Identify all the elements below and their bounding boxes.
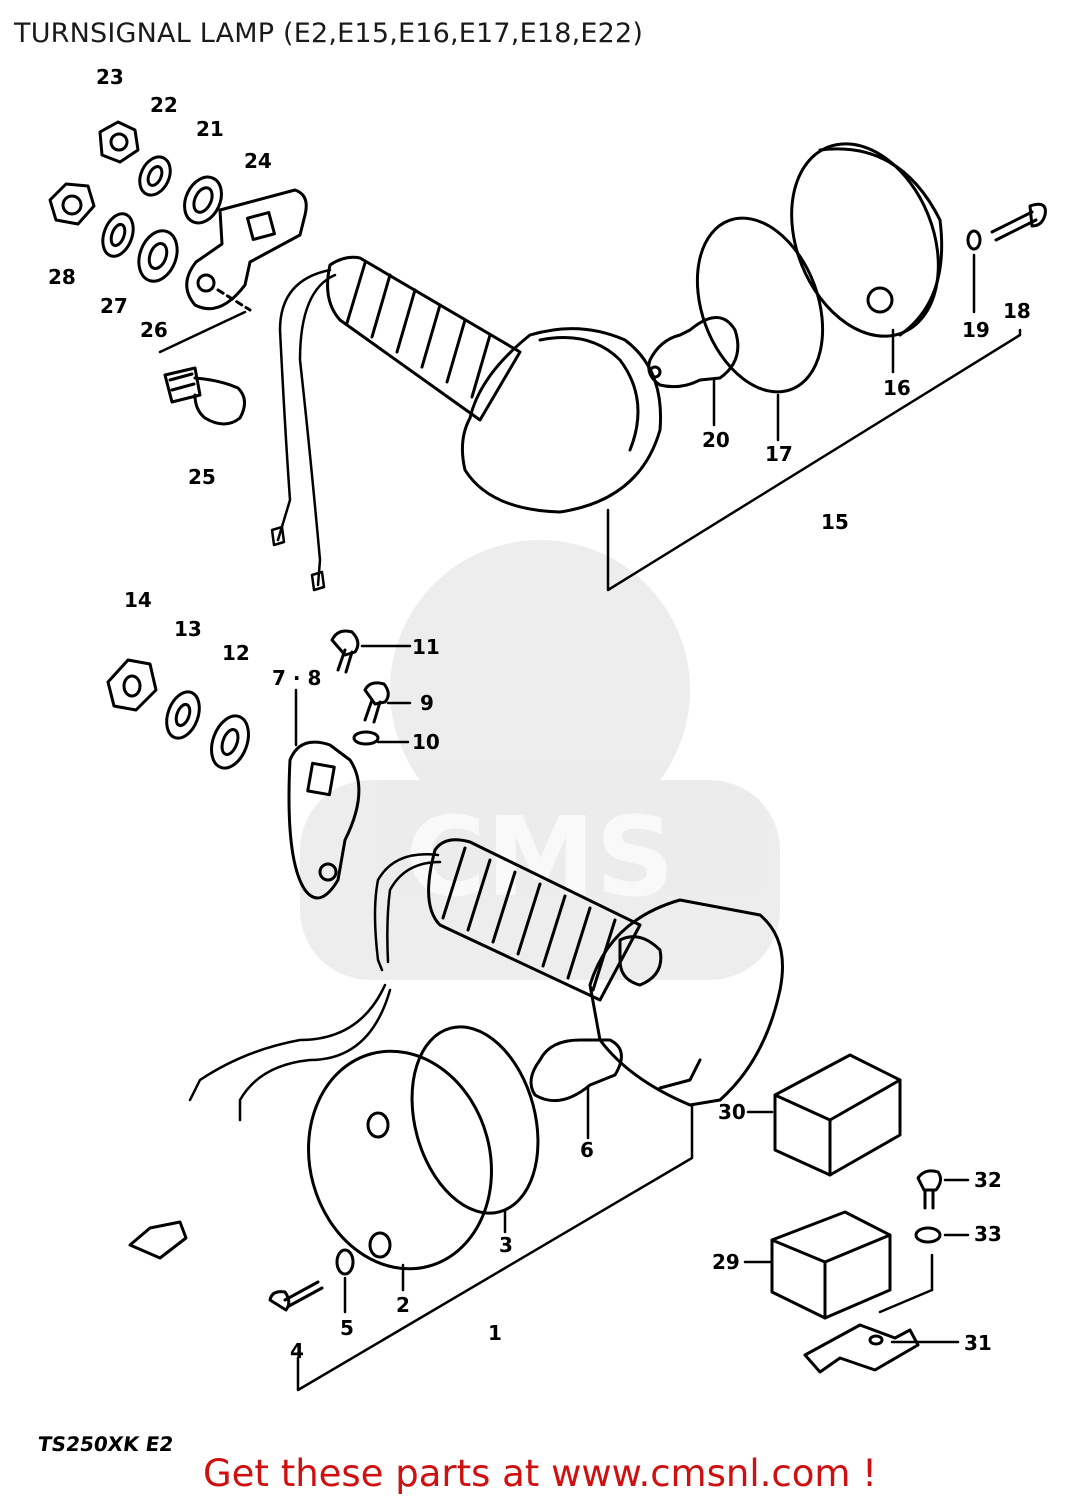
callout-bracket-1	[296, 1103, 694, 1392]
callout-10: 10	[412, 730, 440, 754]
washer-22-part	[138, 155, 172, 197]
relay-30-part	[773, 1053, 902, 1177]
callout-22: 22	[150, 93, 178, 117]
callout-6: 6	[580, 1138, 594, 1162]
wire-harness-bottom	[188, 983, 392, 1122]
callout-2: 2	[396, 1293, 410, 1317]
callout-27: 27	[100, 294, 128, 318]
callout-30: 30	[718, 1100, 746, 1124]
washer-26-part	[137, 229, 179, 283]
callout-12: 12	[222, 641, 250, 665]
washer-19-part	[966, 229, 982, 251]
screw-9-part	[363, 681, 390, 724]
nut-28-part	[48, 182, 96, 226]
screw-32-part	[916, 1169, 943, 1210]
bolt-25-part	[163, 366, 246, 426]
o-ring-3-part	[410, 1025, 540, 1215]
callout-18: 18	[1003, 299, 1031, 323]
callout-32: 32	[974, 1168, 1002, 1192]
callout-11: 11	[412, 635, 440, 659]
washer-12-part	[210, 714, 250, 770]
footer-link-text[interactable]: Get these parts at www.cmsnl.com !	[202, 1452, 877, 1495]
screw-11-part	[330, 629, 360, 674]
bracket-7-8-part	[287, 740, 361, 900]
callout-14: 14	[124, 588, 152, 612]
callout-1: 1	[488, 1321, 502, 1345]
relay-29-part	[770, 1210, 892, 1320]
lamp-housing-top	[460, 327, 663, 514]
bulb-6-part	[529, 1038, 623, 1103]
callout-28: 28	[48, 265, 76, 289]
diagram-title: TURNSIGNAL LAMP (E2,E15,E16,E17,E18,E22)	[14, 18, 644, 49]
stem-top-part	[326, 255, 522, 422]
lamp-housing-bottom	[588, 898, 784, 1107]
wire-harness-top	[270, 268, 337, 592]
callout-bracket-15	[606, 253, 1022, 592]
callout-5: 5	[340, 1316, 354, 1340]
direction-arrow	[128, 1220, 188, 1260]
callout-31: 31	[964, 1331, 992, 1355]
callout-9: 9	[420, 691, 434, 715]
screw-4-part	[268, 1280, 324, 1312]
washer-21-part	[183, 175, 223, 225]
callout-19: 19	[962, 318, 990, 342]
callout-16: 16	[883, 376, 911, 400]
watermark-text: CMS	[405, 793, 674, 921]
callout-24: 24	[244, 149, 272, 173]
washer-33-part	[914, 1226, 942, 1244]
callout-7-8: 7 · 8	[272, 666, 321, 690]
callout-15: 15	[821, 510, 849, 534]
screw-18-part	[990, 202, 1047, 242]
callout-25: 25	[188, 465, 216, 489]
washer-27-part	[101, 212, 135, 258]
wire-bottom	[373, 853, 442, 972]
lens-16-part	[790, 142, 944, 338]
bracket-31-part	[803, 1323, 920, 1374]
callout-13: 13	[174, 617, 202, 641]
cms-watermark	[300, 540, 780, 980]
o-ring-17-part	[695, 216, 825, 394]
callout-labels: 23 22 21 24 28 27 26 25 20 17 16 19 18 1…	[48, 65, 1031, 1363]
callout-17: 17	[765, 442, 793, 466]
washer-13-part	[165, 690, 201, 740]
nut-14-part	[106, 658, 158, 712]
nut-23-part	[98, 120, 140, 164]
stem-bottom-part	[427, 838, 642, 1002]
lens-2-part	[307, 1049, 493, 1271]
callout-4: 4	[290, 1339, 304, 1363]
callout-3: 3	[499, 1233, 513, 1257]
callout-23: 23	[96, 65, 124, 89]
callout-26: 26	[140, 318, 168, 342]
callout-29: 29	[712, 1250, 740, 1274]
callout-33: 33	[974, 1222, 1002, 1246]
washer-5-part	[335, 1248, 355, 1276]
callout-21: 21	[196, 117, 224, 141]
washer-10-part	[352, 730, 380, 746]
bracket-24-part	[185, 188, 308, 312]
bulb-20-part	[647, 316, 740, 389]
callout-20: 20	[702, 428, 730, 452]
